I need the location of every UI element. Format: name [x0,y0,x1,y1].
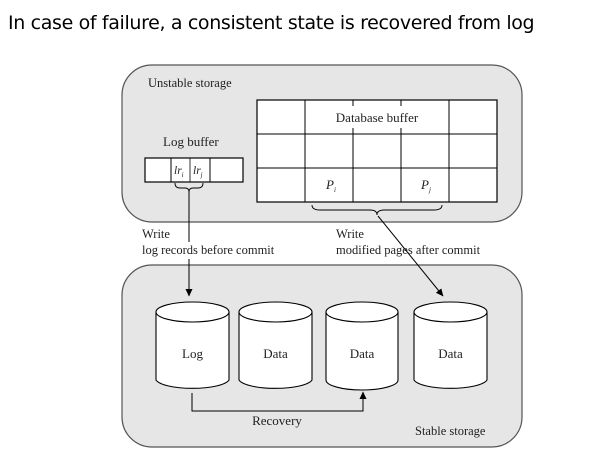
page-i: Pi [325,177,336,194]
log-write-label-1: Write [142,227,170,241]
recovery-arrow [191,391,367,412]
log-record-j: lrj [193,165,203,179]
disk-data-3: Data [413,301,488,389]
log-write-label-2: log records before commit [142,243,275,257]
database-buffer-label: Database buffer [336,110,419,125]
disk-log: Log [155,301,230,389]
unstable-storage-label: Unstable storage [148,76,232,90]
page-write-label-2: modified pages after commit [336,243,481,257]
disk-data-3-label: Data [438,346,463,361]
stable-storage-label: Stable storage [415,424,486,438]
pages-brace [311,204,443,216]
stable-storage: Stable storage Log Data Data Data Recove… [121,264,523,448]
disk-log-label: Log [182,346,203,361]
unstable-storage: Unstable storage Log buffer lri lrj [121,64,523,223]
disk-data-2-label: Data [350,346,375,361]
page-j: Pj [420,177,431,194]
log-buffer: Log buffer lri lrj [144,134,244,193]
page-write-arrow [377,215,444,297]
disk-data-2: Data [325,301,399,391]
disk-data-1-label: Data [263,346,288,361]
log-buffer-label: Log buffer [163,134,219,149]
log-record-i: lri [174,165,184,179]
disk-data-1: Data [238,301,313,389]
database-buffer: Database buffer Pi Pj [256,99,498,216]
log-buffer-box [144,157,244,183]
recovery-label: Recovery [252,413,302,428]
page-write-label-1: Write [336,227,364,241]
slide-title: In case of failure, a consistent state i… [8,12,535,34]
